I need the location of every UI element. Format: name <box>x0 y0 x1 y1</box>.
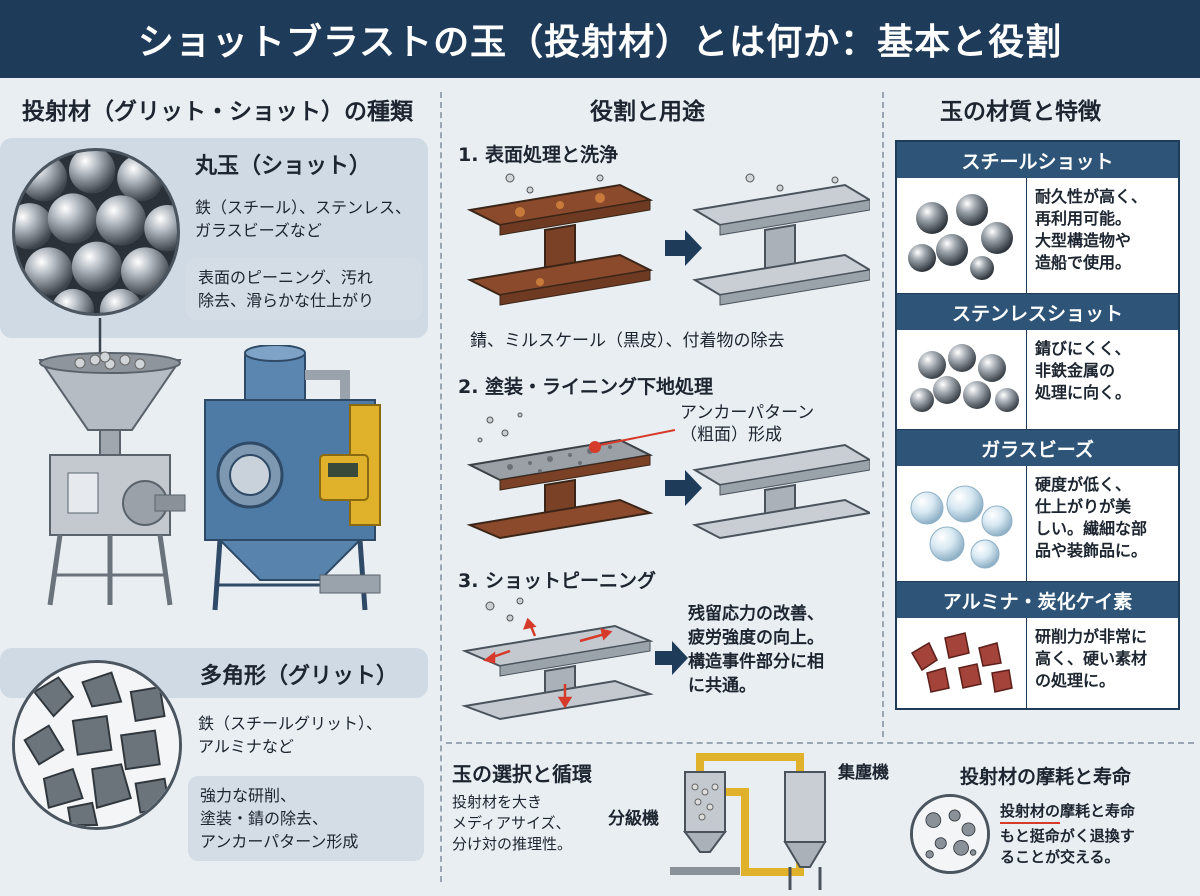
right-column-title: 玉の材質と特徴 <box>940 99 1101 125</box>
step2-beams-illustration <box>466 412 870 540</box>
select-heading: 玉の選択と循環 <box>452 762 592 786</box>
wear-heading: 投射材の摩耗と寿命 <box>960 766 1132 788</box>
material-row-steel: 耐久性が高く、再利用可能。大型構造物や造船で使用。 <box>897 178 1178 294</box>
wear-line1: 投射材の摩耗と寿命 <box>1000 802 1136 820</box>
shot-label: 丸玉（ショット） <box>195 154 372 179</box>
step3-desc: 残留応力の改善、疲労強度の向上。構造事件部分に相に共通。 <box>688 604 824 696</box>
title-banner: ショットブラストの玉（投射材）とは何か：基本と役割 <box>0 0 1200 78</box>
step2-callout: アンカーパターン（粗面）形成 <box>680 403 815 445</box>
grit-closeup-icon <box>12 660 182 830</box>
grit-label: 多角形（グリット） <box>200 664 399 689</box>
material-desc-stainless: 錆びにくく、非鉄金属の処理に向く。 <box>1035 339 1132 402</box>
wear-underline <box>1000 822 1060 824</box>
select-desc: 投射材を大きメディアサイズ、分け対の推理性。 <box>452 793 573 853</box>
circulation-system-illustration <box>670 753 827 890</box>
shot-closeup-icon <box>12 148 180 316</box>
column-divider-right <box>882 92 884 737</box>
left-column-title: 投射材（グリット・ショット）の種類 <box>22 99 413 125</box>
page-title: ショットブラストの玉（投射材）とは何か：基本と役割 <box>137 22 1063 63</box>
worn-media-icon <box>910 794 990 874</box>
material-desc-glass: 硬度が低く、仕上がりが美しい。繊細な部品や装飾品に。 <box>1035 475 1148 560</box>
step1-heading: 1. 表面処理と洗浄 <box>458 144 619 166</box>
collector-label: 集塵機 <box>838 763 889 783</box>
alumina-grit-icon <box>897 618 1027 708</box>
material-header-steel: スチールショット <box>897 142 1178 178</box>
material-table: スチールショット 耐久性が高く、再利用可能。大型構造物や造船で使用。 ステンレス… <box>895 140 1180 710</box>
shot-materials: 鉄（スチール）、ステンレス、ガラスビーズなど <box>195 198 412 240</box>
material-row-alumina: 研削力が非常に高く、硬い素材の処理に。 <box>897 618 1178 708</box>
column-divider-left <box>440 92 442 882</box>
stainless-shot-icon <box>897 330 1027 429</box>
material-header-glass: ガラスビーズ <box>897 430 1178 466</box>
material-header-alumina: アルミナ・炭化ケイ素 <box>897 582 1178 618</box>
material-header-stainless: ステンレスショット <box>897 294 1178 330</box>
material-desc-steel: 耐久性が高く、再利用可能。大型構造物や造船で使用。 <box>1035 187 1148 272</box>
shot-uses-box: 表面のピーニング、汚れ除去、滑らかな仕上がり <box>186 258 422 320</box>
step1-beams-illustration <box>466 173 870 306</box>
wear-line2: もと挺命がく退換することが交える。 <box>1000 827 1135 866</box>
classifier-label: 分級機 <box>608 809 659 829</box>
material-row-glass: 硬度が低く、仕上がりが美しい。繊細な部品や装飾品に。 <box>897 466 1178 582</box>
material-desc-alumina: 研削力が非常に高く、硬い素材の処理に。 <box>1035 627 1148 690</box>
bottom-divider <box>446 742 1194 744</box>
grit-materials: 鉄（スチールグリット）、アルミナなど <box>198 714 383 756</box>
steel-shot-icon <box>897 178 1027 293</box>
glass-beads-icon <box>897 466 1027 581</box>
blast-machines-illustration <box>38 345 381 611</box>
step3-heading: 3. ショットピーニング <box>458 570 657 592</box>
material-row-stainless: 錆びにくく、非鉄金属の処理に向く。 <box>897 330 1178 430</box>
middle-column-title: 役割と用途 <box>590 99 705 125</box>
grit-uses-box: 強力な研削、塗装・錆の除去、アンカーパターン形成 <box>188 776 424 861</box>
step2-heading: 2. 塗装・ライニング下地処理 <box>458 376 714 398</box>
step1-caption: 錆、ミルスケール（黒皮）、付着物の除去 <box>470 331 785 351</box>
step3-beam-illustration <box>461 597 688 721</box>
